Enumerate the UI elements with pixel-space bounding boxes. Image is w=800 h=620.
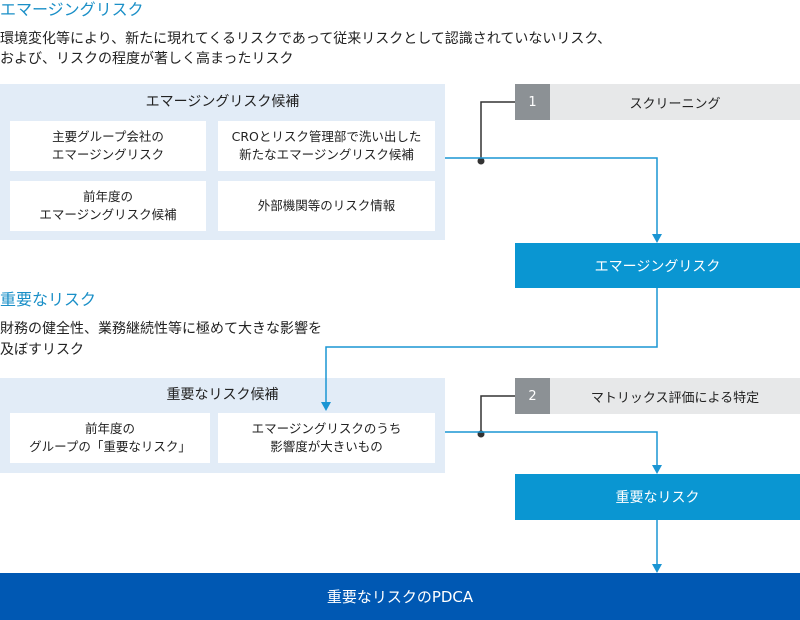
step-2-number: 2 [515,378,550,414]
important-risk-pdca-box: 重要なリスクのPDCA [0,573,800,620]
emerging-flow-arrowhead [652,234,662,243]
important-flow-arrowhead [652,465,662,474]
candidate-cell-previous-important: 前年度の グループの「重要なリスク」 [10,413,210,463]
important-risk-result-box: 重要なリスク [515,474,800,520]
important-risk-desc-line2: 及ぼすリスク [0,342,84,358]
important-risk-candidates-title: 重要なリスク候補 [166,387,279,403]
cell-line: CROとリスク管理部で洗い出した [231,129,422,144]
emerging-risk-heading: エマージングリスク [0,0,144,19]
emerging-flow-line [445,157,658,236]
cell-line: エマージングリスク [51,147,165,162]
emerging-to-important-arrowhead [321,402,331,411]
step-1-number: 1 [515,84,550,120]
emerging-risk-candidates-title: エマージングリスク候補 [145,94,300,110]
important-risk-desc-line1: 財務の健全性、業務継続性等に極めて大きな影響を [0,321,322,337]
step-1-junction-dot [477,157,485,165]
step-2-tick-line [480,395,515,434]
cell-line: 主要グループ会社の [52,129,164,144]
important-risk-heading: 重要なリスク [0,290,97,309]
step-2-label: マトリックス評価による特定 [550,378,800,414]
emerging-risk-candidates-group: エマージングリスク候補 主要グループ会社の エマージングリスク CROとリスク管… [0,84,445,240]
cell-line: 新たなエマージングリスク候補 [239,147,414,162]
candidate-cell-external-info: 外部機関等のリスク情報 [218,181,435,231]
important-flow-line [445,431,658,466]
emerging-risk-result-box: エマージングリスク [515,243,800,288]
candidate-cell-cro-new: CROとリスク管理部で洗い出した 新たなエマージングリスク候補 [218,121,435,171]
cell-line: 前年度の [82,189,133,204]
cell-line: 前年度の [84,421,135,436]
important-risk-candidates-group: 重要なリスク候補 前年度の グループの「重要なリスク」 エマージングリスクのうち… [0,378,445,473]
candidate-cell-high-impact-emerging: エマージングリスクのうち 影響度が大きいもの [218,413,435,463]
cell-line: グループの「重要なリスク」 [29,439,191,454]
candidate-cell-group-companies: 主要グループ会社の エマージングリスク [10,121,206,171]
emerging-to-important-line [325,288,658,404]
step-1-label: スクリーニング [550,84,800,120]
cell-line: エマージングリスクのうち [251,421,402,436]
cell-line: 影響度が大きいもの [270,439,383,454]
cell-line: エマージングリスク候補 [39,207,177,222]
emerging-risk-desc-line2: および、リスクの程度が著しく高まったリスク [0,51,294,67]
important-to-pdca-arrowhead [652,564,662,573]
candidate-cell-previous-year: 前年度の エマージングリスク候補 [10,181,206,231]
cell-line: 外部機関等のリスク情報 [257,198,396,213]
step-1-tick-line [480,101,515,161]
emerging-risk-desc-line1: 環境変化等により、新たに現れてくるリスクであって従来リスクとして認識されていない… [0,31,612,47]
